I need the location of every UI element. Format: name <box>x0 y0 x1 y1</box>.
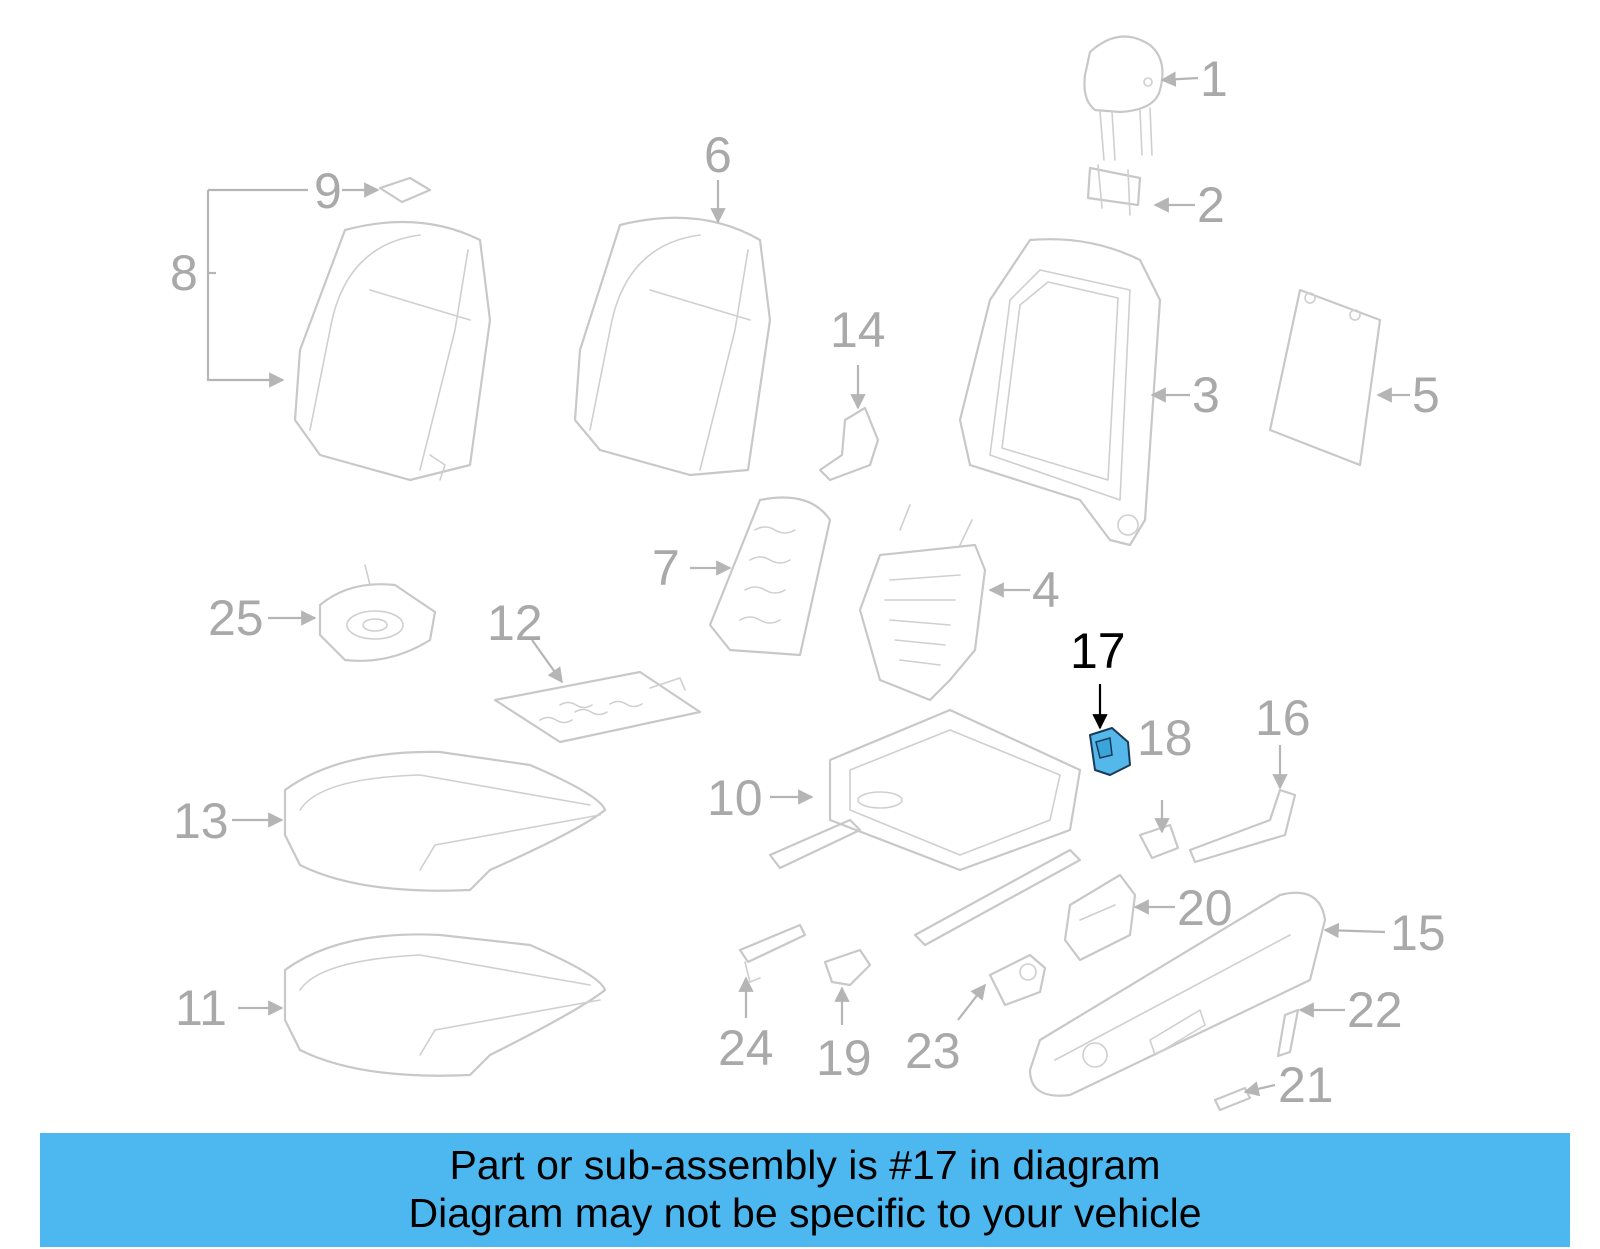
callout-25[interactable]: 25 <box>208 590 264 646</box>
part-14-bracket[interactable] <box>818 406 880 482</box>
part-23-switch[interactable] <box>988 953 1047 1007</box>
part-20-cover[interactable] <box>1063 873 1137 962</box>
part-24-trim[interactable] <box>738 923 807 983</box>
callout-18[interactable]: 18 <box>1137 710 1193 766</box>
part-16-rod[interactable] <box>1188 788 1297 864</box>
callout-2[interactable]: 2 <box>1197 177 1225 233</box>
part-8-seatback-assembly[interactable] <box>293 220 492 482</box>
banner-disclaimer: Diagram may not be specific to your vehi… <box>408 1190 1202 1236</box>
callout-labels: 1 2 3 4 5 6 7 8 9 10 11 12 13 14 15 16 1… <box>170 51 1446 1113</box>
callout-1[interactable]: 1 <box>1200 51 1228 107</box>
part-13-seat-cover[interactable] <box>283 750 607 892</box>
callout-24[interactable]: 24 <box>718 1020 774 1076</box>
callout-5[interactable]: 5 <box>1412 367 1440 423</box>
part-4-lumbar-support[interactable] <box>858 504 987 702</box>
callout-9[interactable]: 9 <box>314 163 342 219</box>
part-12-seat-heater[interactable] <box>493 670 702 744</box>
part-19-cap[interactable] <box>823 948 872 987</box>
callout-10[interactable]: 10 <box>707 770 763 826</box>
part-2-headrest-guide[interactable] <box>1086 164 1142 216</box>
part-22-knob[interactable] <box>1276 1008 1300 1058</box>
callout-19[interactable]: 19 <box>816 1030 872 1086</box>
banner-part-note: Part or sub-assembly is #17 in diagram <box>449 1142 1161 1188</box>
callout-23[interactable]: 23 <box>905 1023 961 1079</box>
part-5-back-panel[interactable] <box>1268 288 1382 467</box>
callout-4[interactable]: 4 <box>1032 562 1060 618</box>
callout-12[interactable]: 12 <box>487 595 543 651</box>
part-17-highlighted[interactable] <box>1089 727 1131 776</box>
callout-6[interactable]: 6 <box>704 127 732 183</box>
callout-13[interactable]: 13 <box>173 793 229 849</box>
callout-7[interactable]: 7 <box>652 540 680 596</box>
part-21-knob[interactable] <box>1213 1086 1252 1112</box>
info-banner: Part or sub-assembly is #17 in diagram D… <box>40 1133 1570 1247</box>
part-10-seat-frame[interactable] <box>768 708 1082 947</box>
part-25-speaker[interactable] <box>318 564 437 662</box>
callout-14[interactable]: 14 <box>830 302 886 358</box>
part-6-seatback-cover[interactable] <box>573 216 772 477</box>
callout-15[interactable]: 15 <box>1390 905 1446 961</box>
part-9-clip[interactable] <box>378 176 432 204</box>
part-18-cover[interactable] <box>1138 823 1180 860</box>
callout-22[interactable]: 22 <box>1347 982 1403 1038</box>
callout-21[interactable]: 21 <box>1278 1057 1334 1113</box>
callout-17[interactable]: 17 <box>1070 623 1126 679</box>
callout-11[interactable]: 11 <box>175 980 227 1036</box>
leader-lines <box>206 71 1410 1097</box>
callout-20[interactable]: 20 <box>1177 880 1233 936</box>
part-3-seatback-frame[interactable] <box>958 238 1162 547</box>
callout-8[interactable]: 8 <box>170 245 198 301</box>
callout-16[interactable]: 16 <box>1255 690 1311 746</box>
part-11-seat-cushion[interactable] <box>283 933 607 1077</box>
part-15-side-shield[interactable] <box>1028 891 1327 1097</box>
callout-3[interactable]: 3 <box>1192 367 1220 423</box>
part-7-back-pad[interactable] <box>708 496 832 657</box>
part-1-headrest[interactable] <box>1083 35 1164 161</box>
